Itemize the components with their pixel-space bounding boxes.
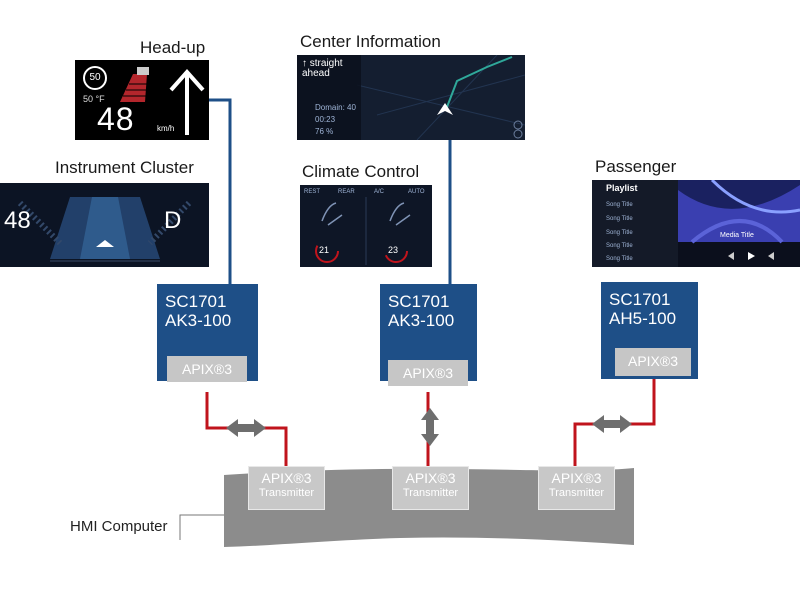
- transmitter-left-type: Transmitter: [258, 487, 315, 499]
- temp-dial-right: [384, 239, 408, 263]
- seat-left-icon: [321, 202, 343, 226]
- chip-cluster-model: SC1701: [165, 292, 227, 311]
- instrument-cluster-screen: 48 D: [0, 183, 209, 267]
- chip-center-variant: AK3-100: [388, 311, 455, 330]
- chip-passenger-model: SC1701: [609, 290, 671, 309]
- climate-label-rest: REST: [304, 189, 321, 195]
- playlist-panel: Playlist Song Title Song Title Song Titl…: [592, 180, 678, 267]
- chip-cluster-variant: AK3-100: [165, 311, 232, 330]
- climate-label-ac: A/C: [374, 189, 385, 195]
- cluster-speed: 48: [4, 207, 31, 234]
- playlist-song-1: Song Title: [606, 202, 633, 208]
- nav-direction: ↑ straight ahead: [302, 59, 360, 79]
- seat-right-icon: [389, 202, 411, 226]
- next-icon: [768, 252, 774, 260]
- headup-speed: 48: [97, 101, 135, 137]
- hmi-computer-label: HMI Computer: [70, 518, 168, 535]
- climate-right-temp: 23: [388, 245, 399, 255]
- transmitter-center-name: APIX®3: [405, 470, 456, 486]
- hmi-leader-line: [179, 514, 224, 540]
- cluster-graphics: [17, 197, 192, 262]
- cluster-vehicle-icon: [96, 240, 114, 247]
- transmitter-left-name: APIX®3: [261, 470, 312, 486]
- playlist-song-5: Song Title: [606, 256, 633, 262]
- transmitter-right: APIX®3 Transmitter: [538, 466, 615, 510]
- playlist-song-4: Song Title: [606, 243, 633, 249]
- chip-passenger: SC1701 AH5-100 APIX®3: [601, 282, 698, 379]
- up-arrow-icon: ↑: [302, 58, 310, 69]
- center-information-title: Center Information: [300, 32, 441, 51]
- headup-temperature: 50 °F: [83, 94, 105, 104]
- lane-warning-icon: [120, 67, 149, 102]
- prev-icon: [728, 252, 734, 260]
- transmitter-right-type: Transmitter: [548, 487, 605, 499]
- passenger-title: Passenger: [595, 157, 677, 176]
- chip-center-apix: APIX®3: [388, 360, 468, 386]
- headup-graphics: [120, 67, 205, 135]
- nav-side-panel: ↑ straight ahead Domain: 40 00:23 76 %: [297, 55, 361, 140]
- transmitter-center-type: Transmitter: [402, 487, 459, 499]
- climate-label-rear: REAR: [338, 189, 355, 195]
- center-information-screen: ↑ straight ahead Domain: 40 00:23 76 %: [297, 55, 525, 140]
- chip-passenger-apix: APIX®3: [615, 348, 691, 376]
- temp-dial-left: [315, 239, 339, 263]
- chip-center-model: SC1701: [388, 292, 450, 311]
- headup-display-screen: 50 50 °F 48 km/h: [75, 60, 209, 140]
- nav-direction-text: straight ahead: [302, 58, 343, 79]
- instrument-cluster-title: Instrument Cluster: [55, 158, 194, 177]
- passenger-screen: Playlist Song Title Song Title Song Titl…: [592, 180, 800, 267]
- route-line: [446, 56, 513, 108]
- nav-line-2: 00:23: [315, 115, 336, 124]
- climate-control-title: Climate Control: [302, 162, 420, 181]
- straight-arrow-icon: [169, 68, 205, 135]
- play-icon: [748, 252, 755, 260]
- cluster-gear: D: [164, 207, 182, 234]
- chip-passenger-variant: AH5-100: [609, 309, 677, 328]
- headup-speed-unit: km/h: [157, 124, 175, 133]
- transmitter-right-name: APIX®3: [551, 470, 602, 486]
- climate-graphics: [315, 197, 411, 265]
- climate-left-temp: 21: [319, 245, 330, 255]
- playlist-header: Playlist: [606, 183, 638, 193]
- double-arrow-center-icon: [421, 408, 439, 446]
- media-title: Media Title: [720, 232, 754, 239]
- chip-cluster-apix: APIX®3: [167, 356, 247, 382]
- transmitter-left: APIX®3 Transmitter: [248, 466, 325, 510]
- transmitter-center: APIX®3 Transmitter: [392, 466, 469, 510]
- nav-line-3: 76 %: [315, 127, 334, 136]
- double-arrow-right-icon: [592, 415, 632, 433]
- playlist-song-3: Song Title: [606, 230, 633, 236]
- nav-line-1: Domain: 40: [315, 103, 356, 112]
- climate-label-auto: AUTO: [408, 189, 425, 195]
- playlist-song-2: Song Title: [606, 216, 633, 222]
- speed-limit-sign: 50: [83, 66, 107, 90]
- chip-center: SC1701 AK3-100 APIX®3: [380, 284, 477, 386]
- headup-title: Head-up: [140, 38, 206, 57]
- climate-control-screen: REST REAR A/C AUTO 21 23: [300, 185, 432, 267]
- chip-cluster: SC1701 AK3-100 APIX®3: [157, 284, 258, 382]
- album-art: [678, 180, 800, 260]
- headup-link-line: [209, 98, 232, 285]
- vehicle-position-icon: [437, 103, 453, 115]
- double-arrow-left-icon: [226, 419, 266, 437]
